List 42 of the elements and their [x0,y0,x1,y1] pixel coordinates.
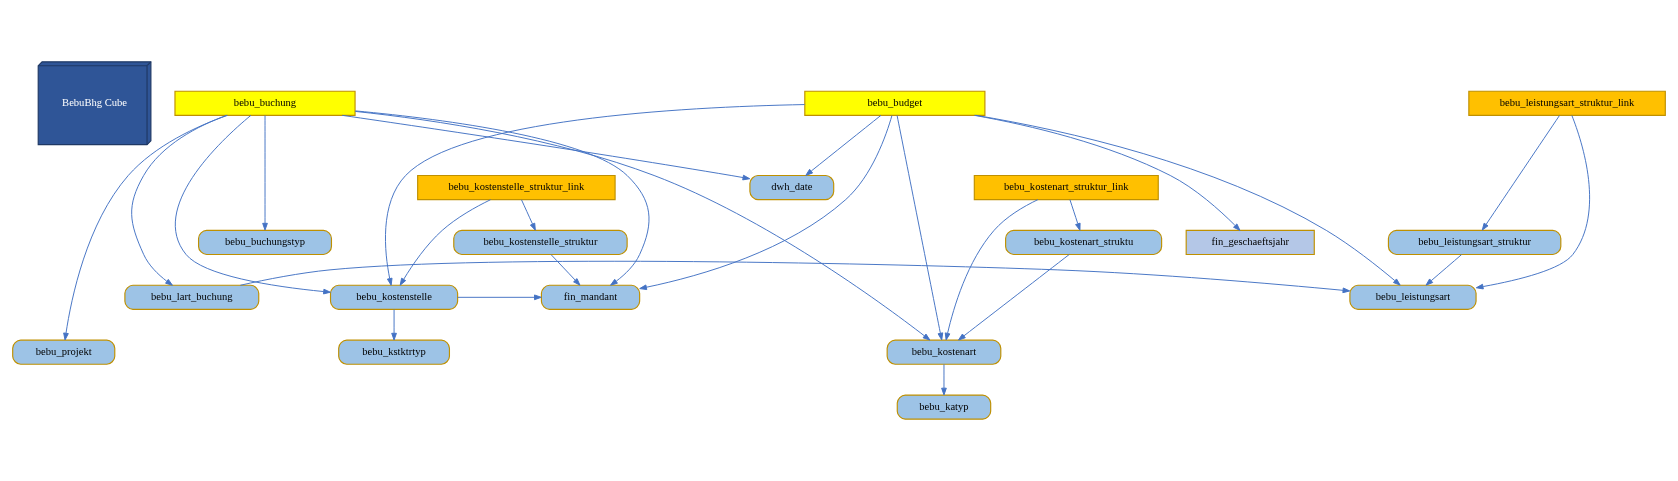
arrow [1475,115,1590,290]
arrow [384,104,806,286]
node-box: bebu_kostenstelle [329,284,459,310]
arrow [941,363,947,396]
arrow [1425,254,1463,286]
arrow [1069,199,1081,231]
arrow [262,114,268,231]
node-box: bebu_kostenstelle_struktur_link [417,174,616,201]
arrow [805,114,882,176]
node-box: bebu_lart_buchung [124,284,260,310]
arrow [63,114,228,341]
node-box: bebu_kostenart_struktur_link [973,174,1159,201]
arrow [1481,114,1560,231]
node-box: bebu_leistungsart_struktur [1387,229,1562,256]
node-box: bebu_leistungsart_struktur_link [1468,90,1666,116]
arrow [896,115,944,341]
arrow [399,199,492,286]
arrow [639,115,893,291]
arrow [341,114,751,181]
arrow [521,199,536,231]
arrow [944,199,1039,341]
node-box: bebu_kostenart_struktu [1005,229,1163,256]
node-box: bebu_buchung [174,90,356,116]
node-box: bebu_katyp [896,394,992,420]
node-box: fin_mandant [540,284,641,310]
node-box: bebu_kostenart [886,339,1002,365]
node-box: bebu_leistungsart [1349,284,1477,310]
arrow [239,260,1351,294]
node-box: bebu_buchungstyp [198,229,333,256]
node-box: bebu_projekt [12,339,116,365]
node-box: bebu_budget [804,90,986,116]
node-box: bebu_kostenstelle_struktur [453,229,628,256]
arrow [391,309,397,341]
arrow [958,254,1070,341]
node-box: dwh_date [749,174,835,201]
arrow [550,254,581,286]
node-box: fin_geschaeftsjahr [1185,229,1315,256]
arrow [457,294,542,301]
arrow [354,110,931,341]
arrow [131,114,228,286]
arrow [354,110,650,286]
node-box: bebu_kstktrtyp [338,339,450,365]
